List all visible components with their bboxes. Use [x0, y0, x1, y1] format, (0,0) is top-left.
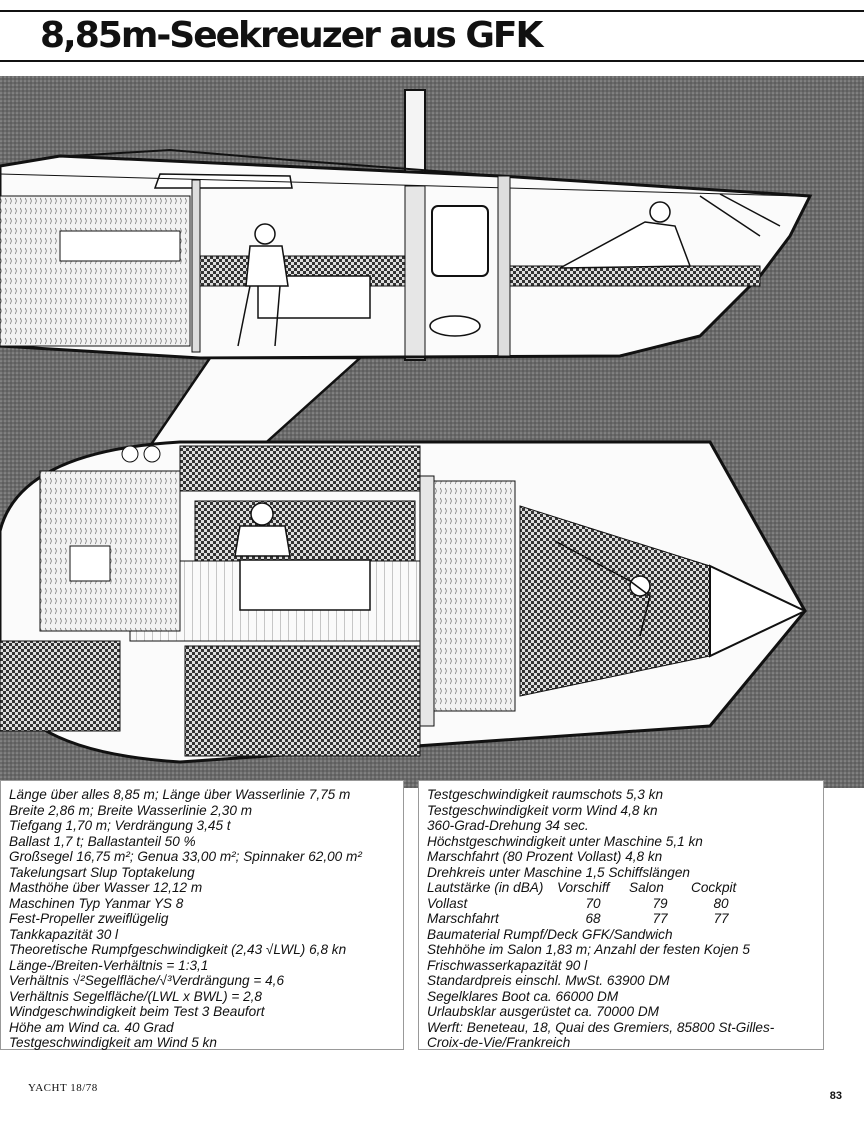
- spec-line: Marschfahrt (80 Prozent Vollast) 4,8 kn: [427, 849, 663, 864]
- noise-row-label: Marschfahrt: [427, 911, 499, 926]
- noise-cell: 77: [652, 911, 668, 926]
- spec-line: Testgeschwindigkeit am Wind 5 kn: [9, 1035, 217, 1050]
- spec-line: Croix-de-Vie/Frankreich: [427, 1035, 571, 1050]
- spec-line: Maschinen Typ Yanmar YS 8: [9, 895, 184, 911]
- spec-line: Urlaubsklar ausgerüstet ca. 70000 DM: [427, 1004, 659, 1019]
- noise-header-cockpit: Cockpit: [691, 880, 737, 895]
- spec-line: Stehhöhe im Salon 1,83 m; Anzahl der fes…: [427, 942, 750, 957]
- spec-line: Tiefgang 1,70 m; Verdrängung 3,45 t: [9, 818, 231, 833]
- side-view-profile: [0, 89, 813, 450]
- spec-line: Großsegel 16,75 m²; Genua 33,00 m²; Spin…: [9, 849, 362, 864]
- specs-right-panel: Testgeschwindigkeit raumschots 5,3 kn Te…: [418, 780, 824, 1050]
- noise-header-salon: Salon: [629, 880, 664, 895]
- noise-cell: 79: [652, 895, 668, 911]
- spec-line: Standardpreis einschl. MwSt. 63900 DM: [427, 973, 670, 988]
- spec-line: Ballast 1,7 t; Ballastanteil 50 %: [9, 833, 196, 849]
- spec-line: Frischwasserkapazität 90 l: [427, 957, 588, 973]
- spec-line: Länge-/Breiten-Verhältnis = 1:3,1: [9, 957, 209, 973]
- spec-line: Fest-Propeller zweiflügelig: [9, 911, 169, 926]
- spec-line: Höhe am Wind ca. 40 Grad: [9, 1019, 174, 1035]
- spec-line: Takelungsart Slup Toptakelung: [9, 864, 195, 880]
- title-rule: [0, 60, 864, 62]
- spec-line: Länge über alles 8,85 m; Länge über Wass…: [9, 787, 351, 802]
- spec-line: Drehkreis unter Maschine 1,5 Schiffsläng…: [427, 864, 690, 880]
- spec-line: Masthöhe über Wasser 12,12 m: [9, 880, 203, 895]
- spec-line: Werft: Beneteau, 18, Quai des Gremiers, …: [427, 1019, 775, 1035]
- spec-line: Segelklares Boot ca. 66000 DM: [427, 988, 619, 1004]
- magazine-issue: YACHT 18/78: [28, 1082, 98, 1094]
- page-title: 8,85m-Seekreuzer aus GFK: [40, 15, 543, 56]
- specs-left-panel: Länge über alles 8,85 m; Länge über Wass…: [0, 780, 404, 1050]
- spec-line: Verhältnis Segelfläche/(LWL x BWL) = 2,8: [9, 988, 262, 1004]
- noise-level-table: Lautstärke (in dBA) Vorschiff Salon Cock…: [427, 880, 815, 927]
- page-number: 83: [829, 1090, 842, 1102]
- noise-header-label: Lautstärke (in dBA): [427, 880, 544, 895]
- noise-cell: 80: [713, 895, 729, 911]
- noise-cell: 70: [585, 895, 601, 911]
- noise-cell: 68: [585, 911, 601, 926]
- spec-line: Windgeschwindigkeit beim Test 3 Beaufort: [9, 1004, 265, 1019]
- deck-plan-view: [0, 440, 808, 764]
- spec-line: Baumaterial Rumpf/Deck GFK/Sandwich: [427, 926, 673, 942]
- spec-line: Testgeschwindigkeit raumschots 5,3 kn: [427, 787, 663, 802]
- noise-row-label: Vollast: [427, 895, 468, 911]
- spec-line: Höchstgeschwindigkeit unter Maschine 5,1…: [427, 833, 703, 849]
- noise-cell: 77: [713, 911, 729, 926]
- spec-line: Verhältnis √²Segelfläche/√³Verdrängung =…: [9, 973, 285, 988]
- spec-line: 360-Grad-Drehung 34 sec.: [427, 818, 589, 833]
- top-rule: [0, 10, 864, 12]
- spec-line: Tankkapazität 30 l: [9, 926, 119, 942]
- yacht-cutaway-illustration: [0, 76, 864, 788]
- spec-line: Breite 2,86 m; Breite Wasserlinie 2,30 m: [9, 802, 253, 818]
- spec-line: Theoretische Rumpfgeschwindigkeit (2,43 …: [9, 942, 347, 957]
- spec-line: Testgeschwindigkeit vorm Wind 4,8 kn: [427, 802, 658, 818]
- noise-header-vorschiff: Vorschiff: [557, 880, 610, 895]
